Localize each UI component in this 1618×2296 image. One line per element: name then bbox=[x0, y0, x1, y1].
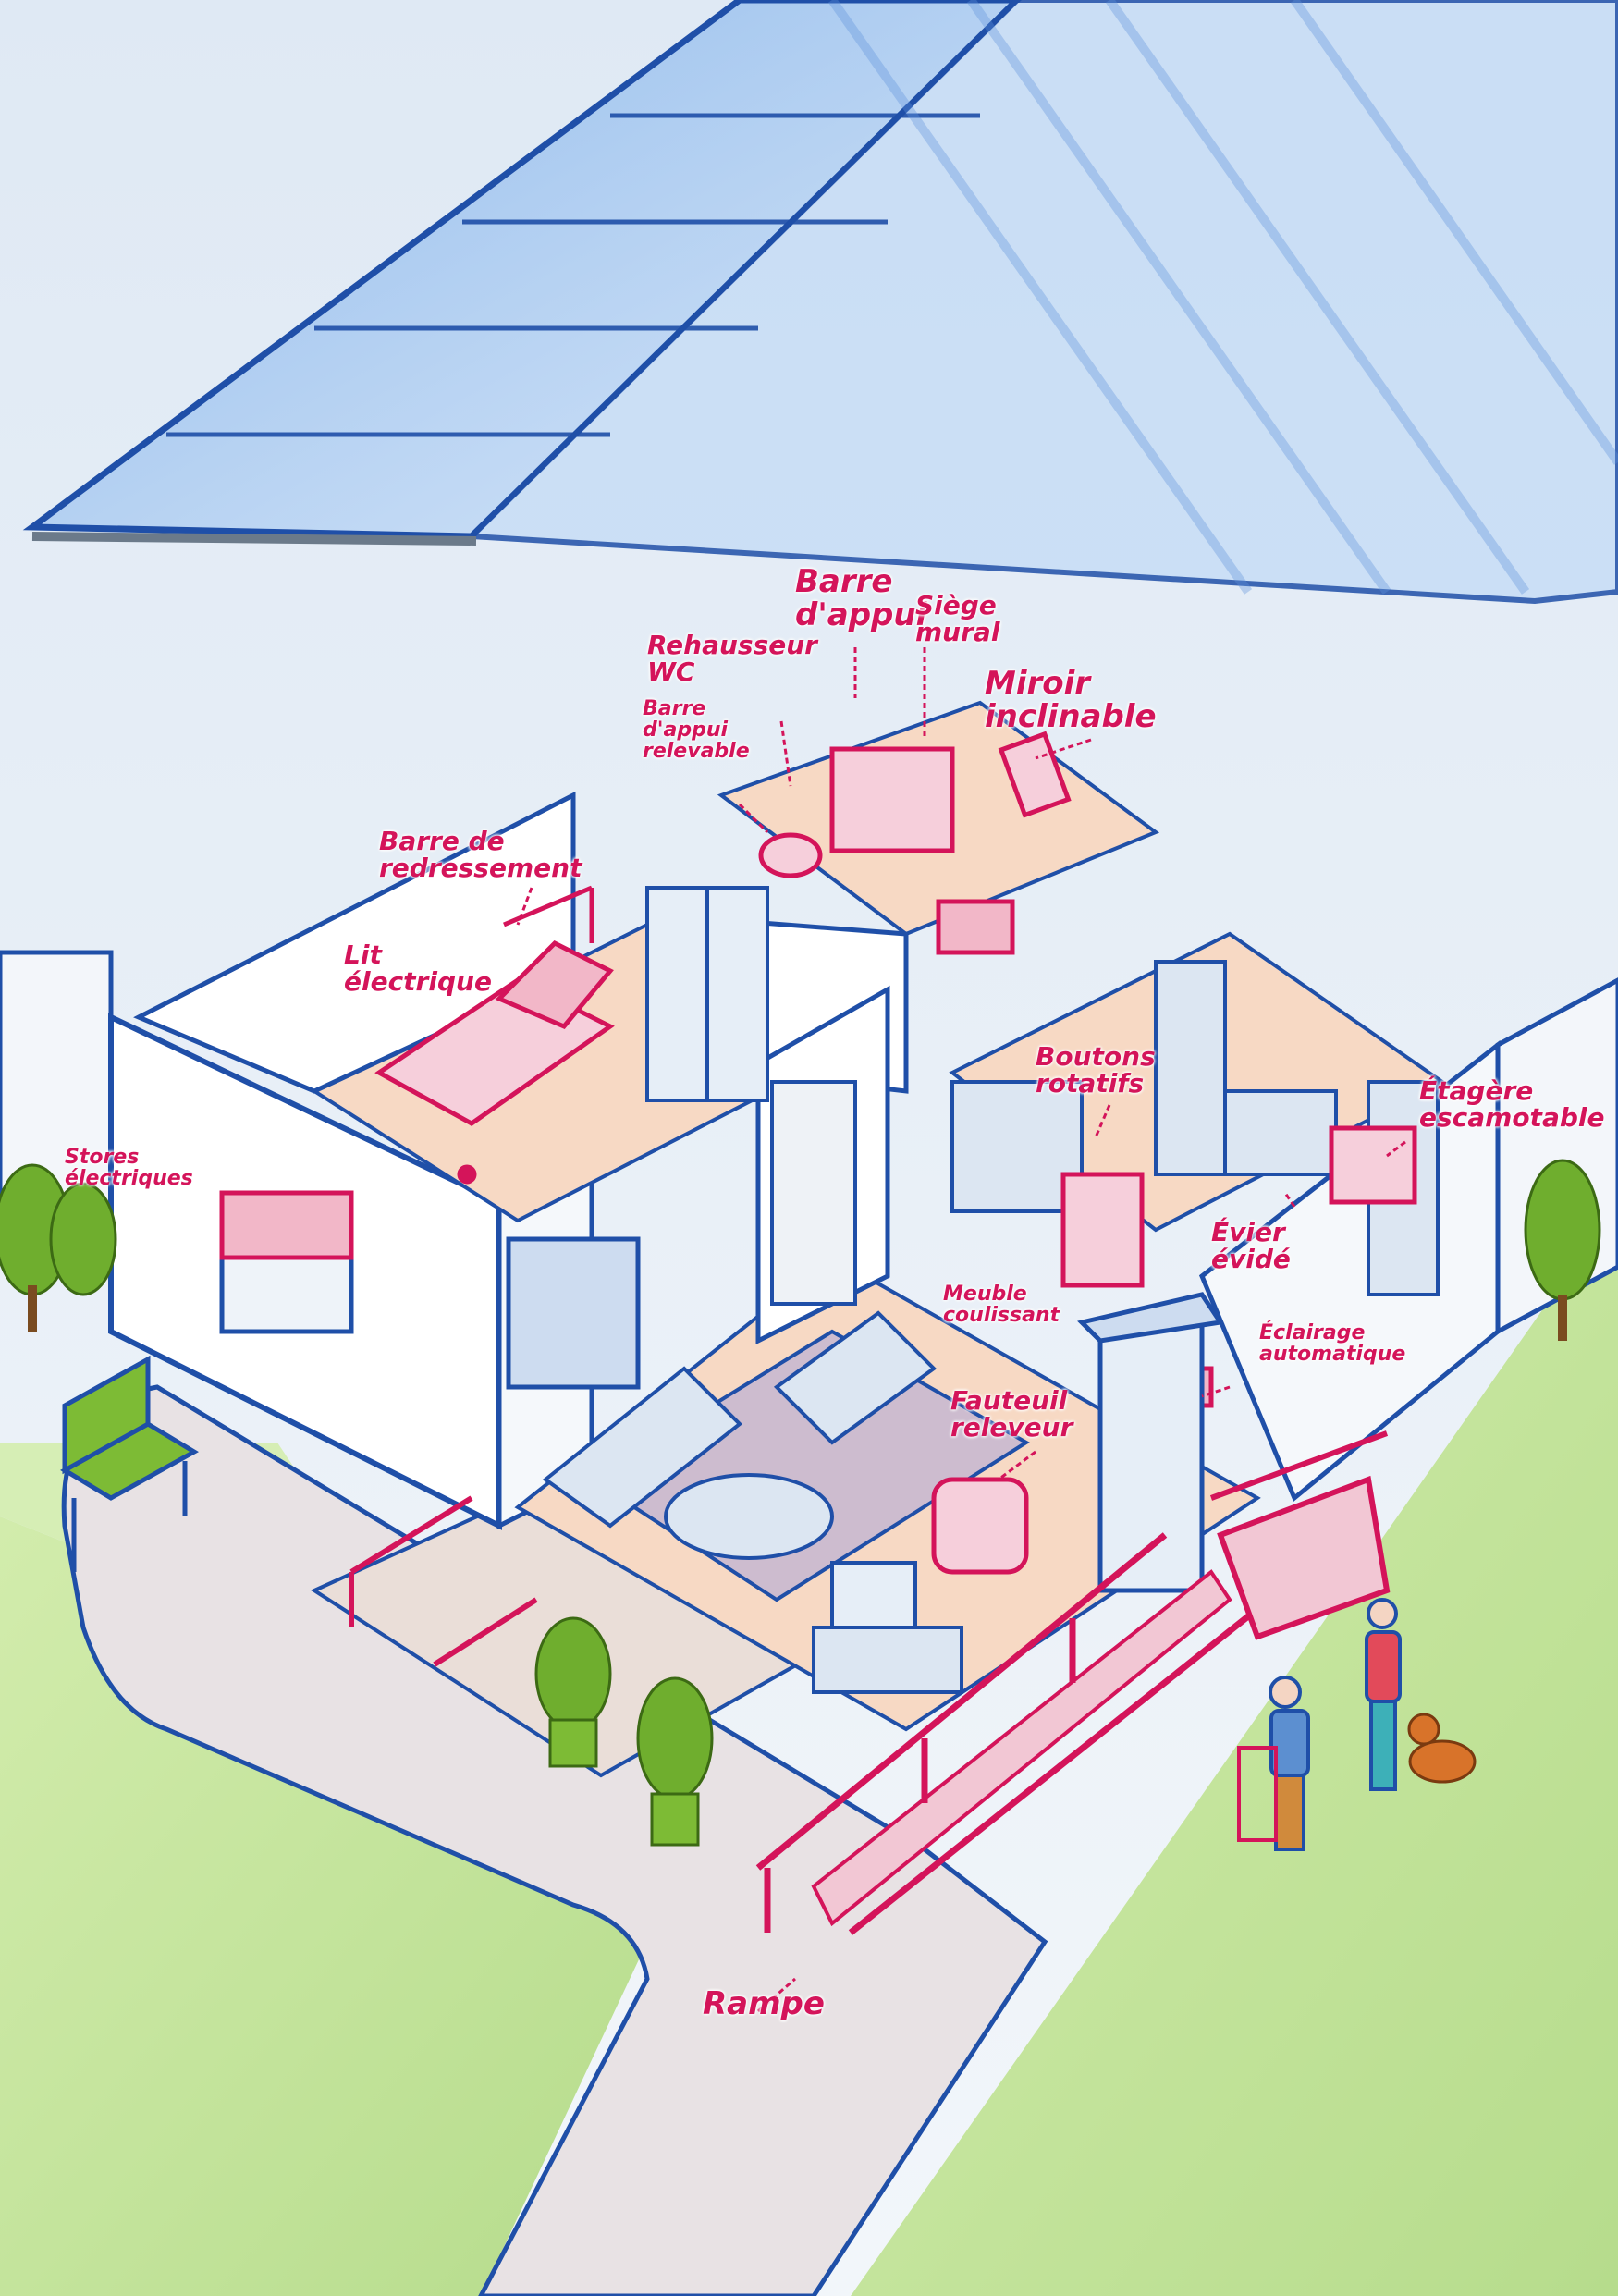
label-siege-mural: Siège mural bbox=[915, 590, 1000, 648]
lift bbox=[1077, 1292, 1225, 1593]
kitchen-pink-fixtures bbox=[1060, 1125, 1417, 1288]
roof-glass-stripes bbox=[827, 0, 1618, 595]
left-stairs bbox=[349, 1495, 538, 1667]
label-miroir-inclinable: Miroir inclinable bbox=[985, 665, 1157, 735]
roof-panel-lines bbox=[166, 113, 980, 437]
electric-bed bbox=[374, 885, 615, 1185]
label-eclairage-automatique: Éclairage automatique bbox=[1259, 1321, 1406, 1367]
label-fauteuil-releveur: Fauteuil releveur bbox=[950, 1385, 1073, 1443]
tree-icon bbox=[0, 1159, 1601, 1341]
label-barre-appui: Barre d'appui bbox=[795, 563, 927, 633]
elderly-person-with-walker-icon bbox=[1237, 1676, 1310, 1851]
electric-blind-window bbox=[219, 1190, 354, 1334]
label-lit-electrique: Lit électrique bbox=[344, 939, 492, 998]
lawn-right bbox=[851, 1202, 1618, 2296]
label-rampe: Rampe bbox=[703, 1985, 825, 2022]
ramp bbox=[755, 1532, 1260, 1935]
label-rehausseur-wc: Rehausseur WC bbox=[647, 630, 817, 688]
bench-icon bbox=[60, 1355, 199, 1572]
lift-chair bbox=[931, 1477, 1029, 1575]
label-stores-electriques: Stores électriques bbox=[65, 1146, 193, 1191]
label-barre-appui-relevable: Barre d'appui relevable bbox=[643, 697, 750, 764]
roof-left bbox=[22, 0, 1022, 540]
label-barre-redressement: Barre de redressement bbox=[379, 826, 582, 884]
dog-icon bbox=[1407, 1713, 1477, 1784]
label-meuble-coulissant: Meuble coulissant bbox=[943, 1283, 1060, 1328]
living-furniture bbox=[542, 1310, 963, 1694]
leader-lines bbox=[516, 647, 1406, 2013]
door bbox=[770, 1080, 857, 1306]
roof-right bbox=[465, 0, 1618, 605]
label-etagere-escamotable: Étagère escamotable bbox=[1419, 1075, 1605, 1134]
label-boutons-rotatifs: Boutons rotatifs bbox=[1036, 1041, 1156, 1099]
potted-plant-icon bbox=[534, 1616, 714, 1847]
side-window bbox=[506, 1236, 641, 1390]
wardrobe bbox=[645, 886, 769, 1102]
roof-eave bbox=[31, 532, 477, 546]
woman-icon bbox=[1365, 1598, 1402, 1791]
entry-stairs bbox=[1209, 1430, 1391, 1640]
label-evier-evide: Évier évidé bbox=[1211, 1217, 1291, 1275]
